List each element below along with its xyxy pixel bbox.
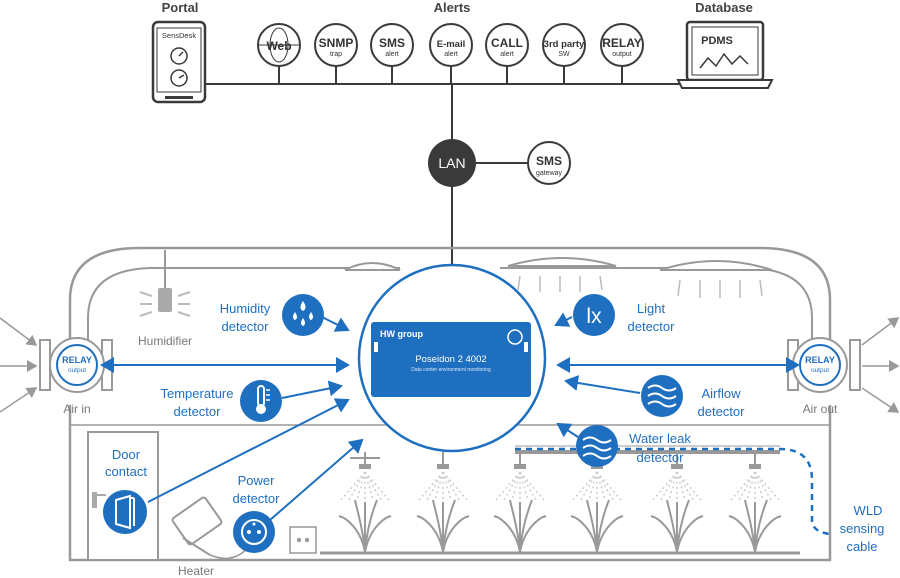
thermometer-icon xyxy=(240,380,282,422)
light-label-2: detector xyxy=(628,319,676,334)
arrow-light xyxy=(554,312,573,327)
relay-out-main: RELAY xyxy=(805,355,835,365)
humidity-label-2: detector xyxy=(222,319,270,334)
airflow-label-2: detector xyxy=(698,404,746,419)
airflow-icon xyxy=(641,375,683,417)
wld-label-3: cable xyxy=(846,539,877,554)
sms-alert-icon-main-label: SMS xyxy=(379,36,405,50)
air-in-label: Air in xyxy=(63,402,90,416)
heater-label: Heater xyxy=(178,564,214,578)
humidifier-label: Humidifier xyxy=(138,334,192,348)
relay-out-sub: output xyxy=(811,367,829,374)
temperature-label-2: detector xyxy=(174,404,222,419)
plant-3 xyxy=(493,452,547,553)
air-out-arrows xyxy=(861,317,900,413)
relay-output-icon-main-label: RELAY xyxy=(602,36,642,50)
greenhouse-roof xyxy=(68,246,832,360)
plant-5 xyxy=(650,452,704,553)
plant-1 xyxy=(338,452,392,553)
sms-gateway-sub: gateway xyxy=(536,170,563,177)
device-subtitle: Data center environment monitoring xyxy=(411,367,491,373)
door-contact-icon xyxy=(103,490,147,534)
third-party-sw-icon-sub-label: SW xyxy=(558,51,570,58)
humidity-label-1: Humidity xyxy=(220,301,271,316)
light-label-1: Light xyxy=(637,301,666,316)
waterleak-label-2: detector xyxy=(637,450,685,465)
email-alert-icon-sub-label: alert xyxy=(444,51,458,58)
wld-sensing-cable xyxy=(515,447,831,536)
lan-label: LAN xyxy=(438,155,465,171)
door-label-1: Door xyxy=(112,447,141,462)
plant-6 xyxy=(728,452,782,553)
email-alert-icon-main-label: E-mail xyxy=(437,39,466,50)
web-icon-main-label: Web xyxy=(266,39,291,53)
arrow-waterleak xyxy=(556,422,579,438)
door-label-2: contact xyxy=(105,464,147,479)
call-alert-icon-sub-label: alert xyxy=(500,51,514,58)
sensdesk-brand: SensDesk xyxy=(162,31,196,40)
waterleak-label-1: Water leak xyxy=(629,431,691,446)
light-lx-icon: lx xyxy=(573,294,615,336)
device-logo-icon xyxy=(507,329,523,345)
portal-label: Portal xyxy=(162,0,199,15)
temperature-label-1: Temperature xyxy=(161,386,234,401)
arrow-airflow xyxy=(564,375,641,394)
roof-lights xyxy=(344,257,773,298)
relay-air-in: RELAY output xyxy=(39,337,113,393)
water-leak-icon xyxy=(576,425,618,467)
lan-icon: LAN xyxy=(428,139,476,187)
arrow-temperature xyxy=(281,380,343,399)
water-pipe xyxy=(350,445,780,459)
sms-gateway-main: SMS xyxy=(536,154,562,168)
air-in-arrows xyxy=(0,317,38,413)
wld-label-1: WLD xyxy=(854,503,883,518)
third-party-sw-icon-main-label: 3rd party xyxy=(544,39,585,50)
power-socket-icon xyxy=(233,511,275,553)
web-icon: Web xyxy=(257,23,301,84)
humidity-icon xyxy=(282,294,324,336)
light-symbol: lx xyxy=(586,305,602,328)
sms-gateway-icon: SMS gateway xyxy=(527,141,571,185)
relay-in-main: RELAY xyxy=(62,355,92,365)
snmp-trap-icon-sub-label: trap xyxy=(330,51,342,58)
plant-2 xyxy=(416,452,470,553)
pdms-label: PDMS xyxy=(701,35,733,47)
greenhouse-walls xyxy=(68,405,832,562)
inner-roof-left xyxy=(87,267,400,360)
alerts-label: Alerts xyxy=(434,0,471,15)
snmp-trap-icon-main-label: SNMP xyxy=(319,36,354,50)
plants-row xyxy=(320,452,800,555)
power-label-1: Power xyxy=(238,473,276,488)
wld-label-2: sensing xyxy=(840,521,885,536)
airflow-label-1: Airflow xyxy=(701,386,741,401)
arrow-door xyxy=(147,398,350,503)
power-label-2: detector xyxy=(233,491,281,506)
sensor-arrows xyxy=(100,312,800,521)
database-laptop-icon: PDMS xyxy=(676,20,774,89)
device-model: Poseidon 2 4002 xyxy=(415,354,486,365)
relay-in-sub: output xyxy=(68,367,86,374)
relay-output-icon-sub-label: output xyxy=(612,51,632,58)
device-brand: HW group xyxy=(380,329,423,339)
poseidon-device: HW group Poseidon 2 4002 Data center env… xyxy=(371,322,531,397)
database-label: Database xyxy=(695,0,753,15)
arrow-humidity xyxy=(321,316,350,332)
sms-alert-icon-sub-label: alert xyxy=(385,51,399,58)
portal-phone-icon: SensDesk xyxy=(151,20,207,104)
humidifier-device xyxy=(139,250,191,317)
relay-air-out: RELAY output xyxy=(787,337,861,393)
call-alert-icon-main-label: CALL xyxy=(491,36,523,50)
air-out-label: Air out xyxy=(803,402,838,416)
arrow-power xyxy=(269,438,364,521)
